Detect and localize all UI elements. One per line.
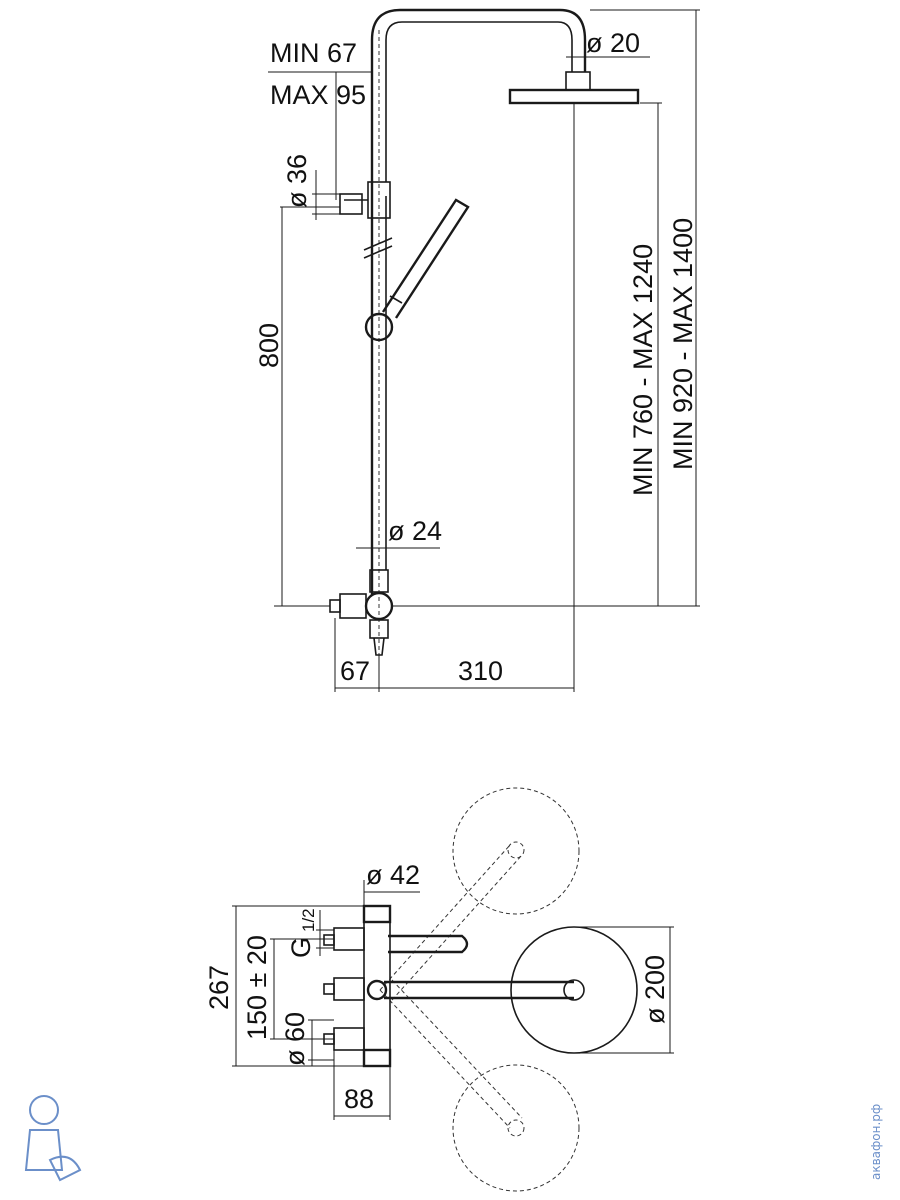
swing-circle-bottom [452,1064,580,1192]
dim-thread-fraction: 1/2 [299,908,318,932]
dim-total-height: MIN 920 - MAX 1400 [668,218,698,470]
dim-bar-height: 800 [254,323,284,368]
watermark-logo [24,1095,82,1182]
slide-holder [364,312,394,342]
dim-head-top: ø 200 [640,955,670,1024]
dim-head-connector: ø 20 [586,28,640,58]
shower-head-top [510,926,638,1054]
head-connector [565,71,591,91]
dim-arm-max: MAX 95 [270,80,366,110]
dim-thread: G [286,937,316,958]
wall-bracket [339,193,363,215]
mixer-handle [339,593,367,619]
pipe-outer [370,8,587,595]
dim-mixer: ø 42 [366,860,420,890]
dim-bracket: ø 36 [282,154,312,208]
top-view: ø 42 G 1/2 267 150 ± 20 ø 60 88 ø 200 [204,787,674,1192]
dim-head-height: MIN 760 - MAX 1240 [628,244,658,496]
watermark: аквафон.рф [869,1104,883,1180]
shower-head-plate [508,88,640,105]
dim-arm-reach: 310 [458,656,503,686]
dim-inlet: ø 60 [280,1012,310,1066]
dim-inlet-spacing: 150 ± 20 [242,935,272,1040]
dim-arm-min: MIN 67 [270,38,357,68]
dim-mixer-depth: 88 [344,1084,374,1114]
hand-shower [381,198,470,319]
pipe-inner [385,21,573,182]
swing-circle-top [452,787,580,915]
dim-wall-offset: 67 [340,656,370,686]
diverter-outlet [369,619,389,639]
dim-total-height-top: 267 [204,965,234,1010]
side-view: MIN 67 MAX 95 ø 20 ø 36 800 ø 24 MIN 760… [254,8,700,692]
hand-shower-top [388,934,469,954]
dim-pipe: ø 24 [388,516,442,546]
